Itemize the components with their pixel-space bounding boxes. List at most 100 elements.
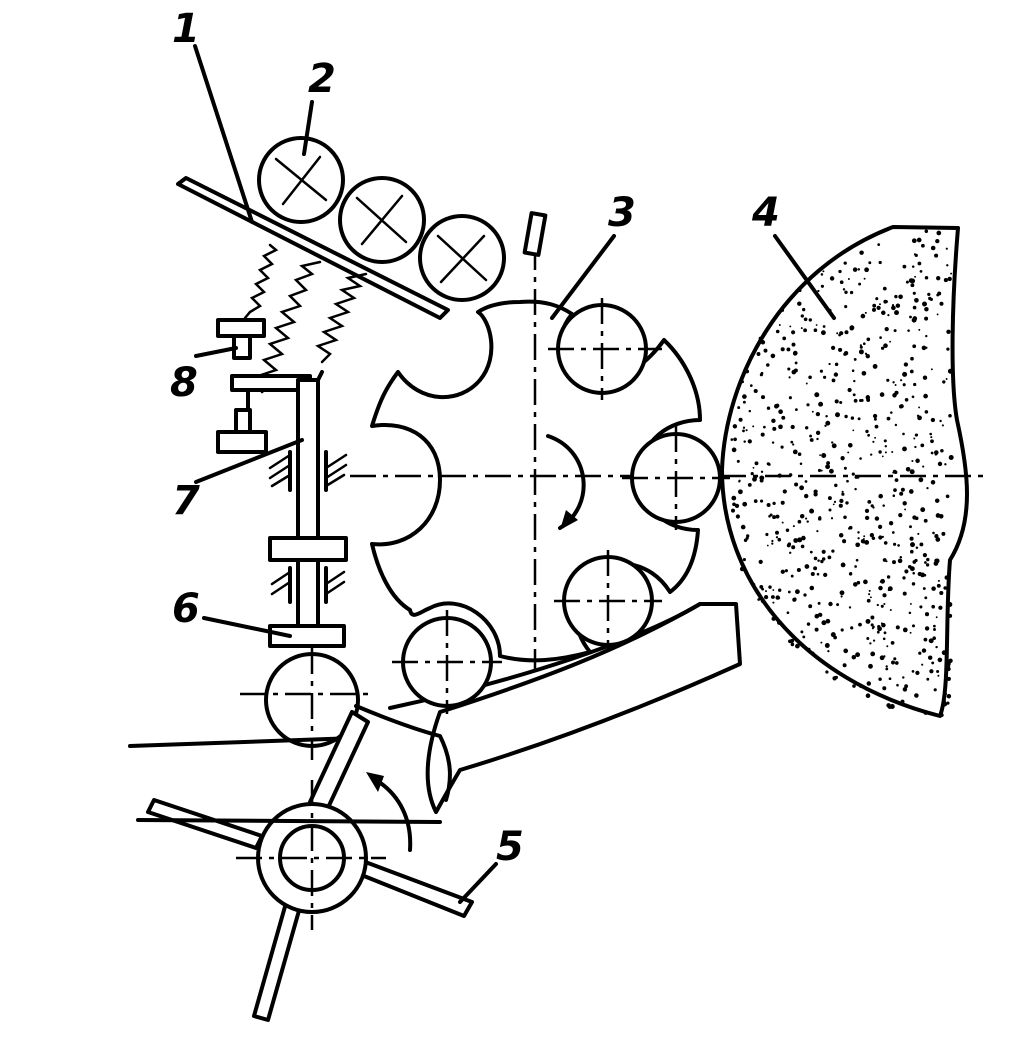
stipple-dot xyxy=(858,282,862,286)
stipple-dot xyxy=(738,480,741,483)
stipple-dot xyxy=(894,384,897,386)
stipple-dot xyxy=(822,375,827,379)
stipple-dot xyxy=(917,532,920,535)
stipple-dot xyxy=(862,342,866,346)
stipple-dot xyxy=(865,688,868,691)
stipple-dot xyxy=(841,492,845,496)
stipple-dot xyxy=(825,414,828,418)
stipple-dot xyxy=(870,651,876,657)
stipple-dot xyxy=(946,264,949,267)
stipple-dot xyxy=(896,683,899,687)
stipple-dot xyxy=(890,411,893,414)
stipple-dot xyxy=(835,412,840,418)
stipple-dot xyxy=(921,345,927,351)
stipple-dot xyxy=(757,598,761,601)
stipple-dot xyxy=(763,348,768,353)
stipple-dot xyxy=(815,324,818,326)
stipple-dot xyxy=(851,472,855,476)
stipple-dot xyxy=(852,393,856,397)
stipple-dot xyxy=(805,382,808,385)
stipple-dot xyxy=(786,347,791,352)
stipple-dot xyxy=(927,292,931,297)
discharge-tray xyxy=(128,736,358,748)
stipple-dot xyxy=(936,293,940,297)
stipple-dot xyxy=(879,581,882,583)
stipple-dot xyxy=(860,313,866,319)
stipple-dot xyxy=(923,710,929,715)
stipple-dot xyxy=(763,594,769,600)
stipple-dot xyxy=(876,305,881,311)
stipple-dot xyxy=(891,305,896,311)
stipple-dot xyxy=(843,351,849,356)
stipple-dot xyxy=(857,537,860,540)
stipple-dot xyxy=(904,569,909,574)
stipple-dot xyxy=(918,406,921,409)
stipple-dot xyxy=(820,641,823,644)
stipple-dot xyxy=(921,663,924,666)
stipple-dot xyxy=(893,542,897,546)
stipple-dot xyxy=(863,277,866,280)
stipple-dot xyxy=(759,584,764,589)
grinding-wheel xyxy=(720,225,990,718)
stipple-dot xyxy=(950,272,953,275)
stipple-dot xyxy=(868,593,871,596)
stipple-dot xyxy=(844,305,848,309)
stipple-dot xyxy=(939,419,942,423)
stipple-dot xyxy=(799,485,805,491)
stipple-dot xyxy=(858,349,864,355)
stipple-dot xyxy=(767,463,771,466)
stipple-dot xyxy=(797,301,802,306)
stipple-dot xyxy=(770,353,776,359)
stipple-dot xyxy=(848,572,853,576)
stipple-dot xyxy=(831,443,837,449)
stipple-dot xyxy=(948,455,954,460)
stipple-dot xyxy=(943,278,948,283)
stipple-dot xyxy=(800,544,805,549)
stipple-dot xyxy=(911,317,917,323)
stipple-dot xyxy=(800,630,804,634)
stipple-dot xyxy=(864,515,870,521)
stipple-dot xyxy=(820,469,823,472)
stipple-dot xyxy=(741,380,744,384)
stipple-dot xyxy=(834,399,839,404)
stipple-dot xyxy=(838,347,843,352)
stipple-dot xyxy=(747,439,752,444)
stipple-dot xyxy=(899,556,903,559)
stipple-dot xyxy=(833,635,837,640)
stipple-dot xyxy=(795,408,798,411)
stipple-dot xyxy=(900,699,905,704)
stipple-dot xyxy=(892,393,897,398)
stipple-dot xyxy=(806,403,810,407)
stipple-dot xyxy=(866,337,871,342)
stipple-dot xyxy=(731,508,735,513)
stipple-dot xyxy=(909,315,912,319)
stipple-dot xyxy=(905,467,911,472)
stipple-dot xyxy=(760,340,766,345)
stipple-dot xyxy=(831,441,834,444)
stipple-dot xyxy=(923,393,928,399)
stipple-dot xyxy=(947,368,953,374)
stipple-dot xyxy=(825,618,831,624)
stipple-dot xyxy=(838,333,841,337)
stipple-dot xyxy=(736,459,740,463)
stipple-dot xyxy=(854,565,857,568)
stipple-dot xyxy=(869,596,872,599)
stipple-dot xyxy=(922,587,926,590)
stipple-dot xyxy=(778,424,783,430)
stipple-dot xyxy=(926,486,929,490)
stipple-dot xyxy=(946,693,952,699)
stipple-dot xyxy=(909,536,914,541)
stipple-dot xyxy=(915,670,920,676)
stipple-dot xyxy=(793,368,798,373)
stipple-dot xyxy=(846,479,849,483)
stipple-dot xyxy=(838,269,842,274)
stipple-dot xyxy=(908,611,912,615)
stipple-dot xyxy=(934,498,940,503)
spring-assembly xyxy=(216,243,368,454)
part-labels: 1 2 3 4 5 6 7 8 xyxy=(170,6,780,870)
workpiece-group xyxy=(240,298,730,760)
label-part-3: 3 xyxy=(608,190,636,236)
stipple-dot xyxy=(902,383,906,387)
stipple-dot xyxy=(760,395,766,400)
